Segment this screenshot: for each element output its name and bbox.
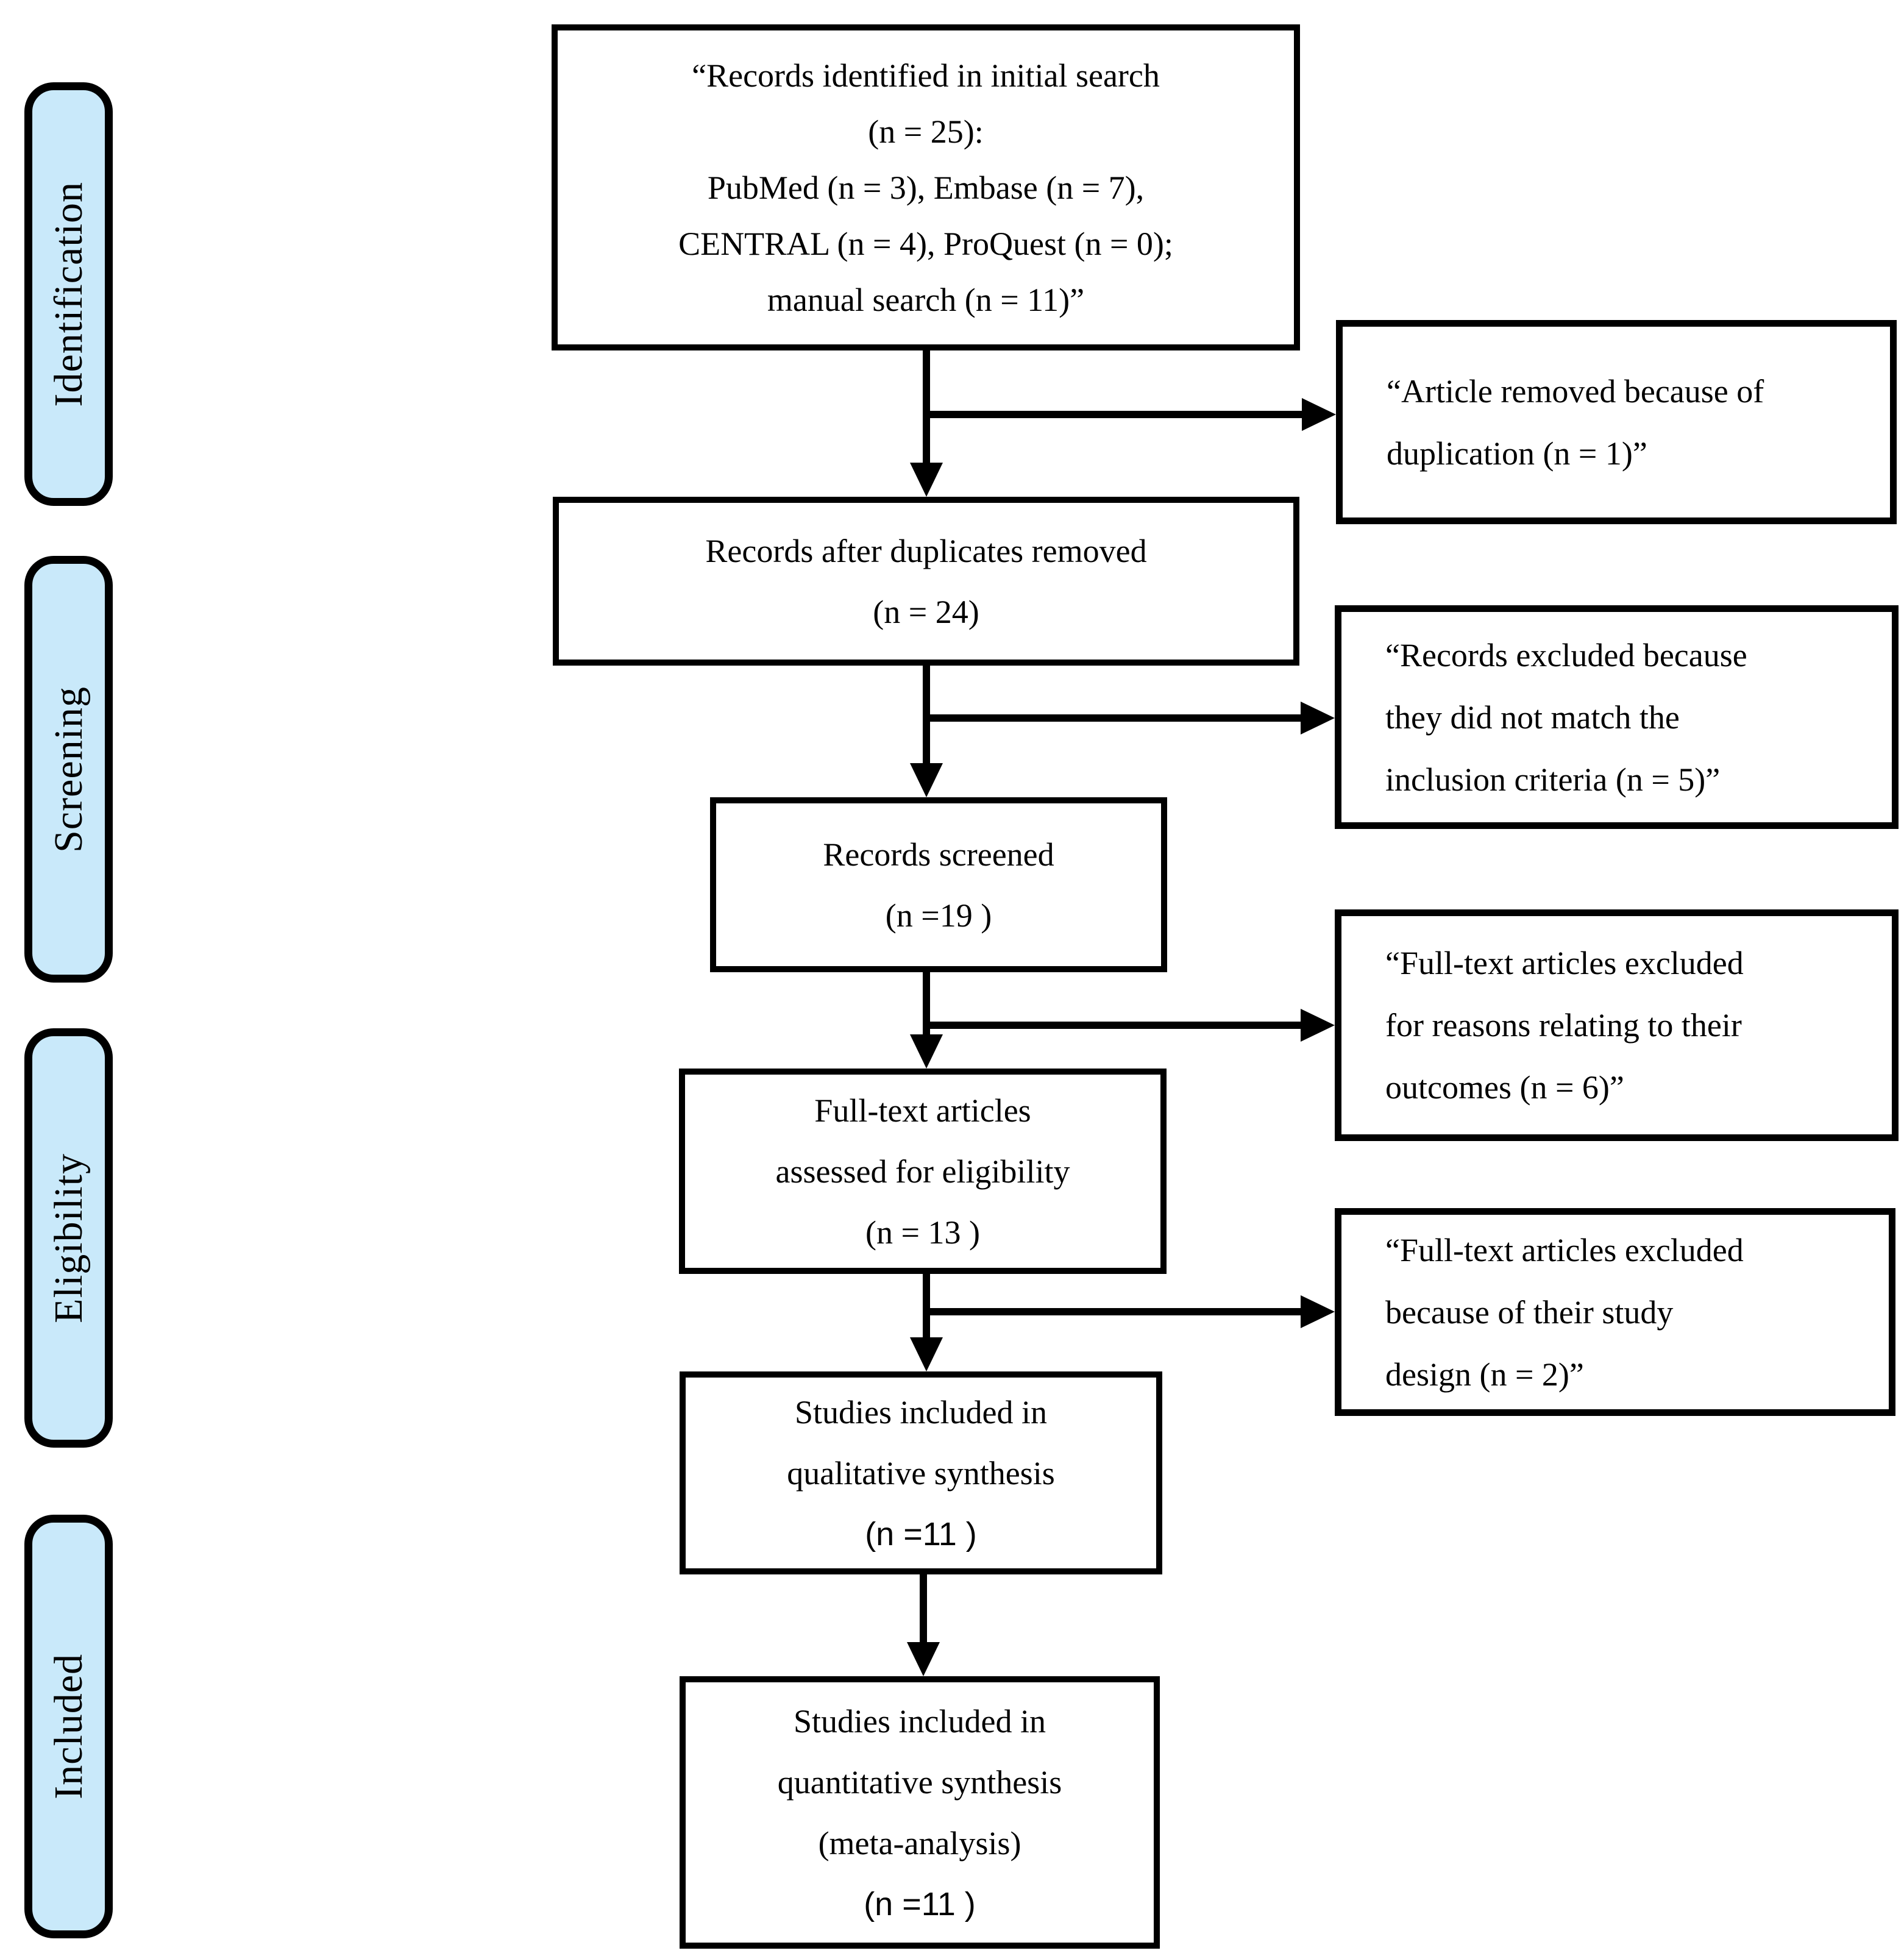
box-line: “Full-text articles excluded — [1385, 1231, 1744, 1268]
flow-box-records-after-duplicates: Records after duplicates removed (n = 24… — [553, 497, 1299, 666]
box-line: (n = 25): — [868, 113, 984, 150]
stage-screening: Screening — [24, 556, 113, 983]
arrow-fulltext-to-qualitative-line — [923, 1274, 930, 1339]
box-line: (n =11 ) — [865, 1515, 977, 1552]
box-line: duplication (n = 1)” — [1387, 435, 1647, 472]
box-line: “Records identified in initial search — [692, 57, 1160, 94]
box-line: (n =19 ) — [885, 897, 992, 934]
arrow-qualitative-to-quantitative-head-icon — [907, 1642, 940, 1676]
stage-included: Included — [24, 1515, 113, 1938]
flow-box-fulltext-assessed: Full-text articles assessed for eligibil… — [679, 1069, 1167, 1274]
box-line: “Records excluded because — [1385, 636, 1747, 674]
arrow-to-outcomes-line — [923, 1022, 1302, 1029]
arrow-screened-to-fulltext-line — [923, 972, 930, 1037]
stage-eligibility: Eligibility — [24, 1028, 113, 1448]
box-line: because of their study — [1385, 1293, 1674, 1331]
flow-box-records-identified: “Records identified in initial search (n… — [552, 24, 1300, 350]
box-line: manual search (n = 11)” — [767, 281, 1085, 318]
box-line: CENTRAL (n = 4), ProQuest (n = 0); — [678, 225, 1173, 262]
box-line: Full-text articles — [814, 1092, 1031, 1129]
arrow-identified-to-dedup-head-icon — [910, 463, 943, 497]
arrow-qualitative-to-quantitative-line — [920, 1574, 927, 1644]
stage-screening-label: Screening — [46, 686, 91, 853]
box-line: Records after duplicates removed — [705, 532, 1147, 569]
flow-box-records-screened: Records screened (n =19 ) — [710, 797, 1167, 972]
box-line: (meta-analysis) — [818, 1824, 1021, 1862]
box-line: outcomes (n = 6)” — [1385, 1069, 1624, 1106]
arrow-dedup-to-screened-head-icon — [910, 763, 943, 797]
box-line: quantitative synthesis — [777, 1763, 1062, 1801]
box-line: they did not match the — [1385, 699, 1680, 736]
exclusion-box-inclusion-criteria: “Records excluded because they did not m… — [1335, 605, 1899, 829]
arrow-to-removed-duplication-head-icon — [1302, 398, 1336, 431]
box-line: Studies included in — [794, 1702, 1046, 1740]
arrow-identified-to-dedup-line — [923, 350, 930, 466]
box-line: PubMed (n = 3), Embase (n = 7), — [707, 169, 1145, 206]
flow-box-qualitative-synthesis: Studies included in qualitative synthesi… — [680, 1371, 1162, 1574]
stage-eligibility-label: Eligibility — [46, 1153, 91, 1323]
box-line: inclusion criteria (n = 5)” — [1385, 761, 1721, 798]
arrow-to-inclusion-criteria-line — [923, 714, 1302, 722]
exclusion-box-outcomes: “Full-text articles excluded for reasons… — [1335, 909, 1899, 1141]
stage-identification-label: Identification — [46, 181, 91, 407]
arrow-to-inclusion-criteria-head-icon — [1301, 702, 1335, 734]
box-line: “Full-text articles excluded — [1385, 945, 1744, 981]
box-line: Records screened — [823, 836, 1054, 873]
box-line: assessed for eligibility — [775, 1153, 1070, 1190]
box-line: Studies included in — [795, 1393, 1047, 1431]
stage-included-label: Included — [46, 1654, 91, 1799]
arrow-fulltext-to-qualitative-head-icon — [910, 1337, 943, 1371]
box-line: qualitative synthesis — [787, 1454, 1055, 1492]
exclusion-box-removed-duplication: “Article removed because of duplication … — [1336, 320, 1897, 524]
arrow-to-outcomes-head-icon — [1301, 1009, 1335, 1042]
box-line: for reasons relating to their — [1385, 1007, 1742, 1044]
box-line: “Article removed because of — [1387, 372, 1764, 410]
box-line: (n = 13 ) — [865, 1214, 980, 1251]
arrow-screened-to-fulltext-head-icon — [910, 1034, 943, 1069]
stage-identification: Identification — [24, 82, 113, 506]
flow-box-quantitative-synthesis: Studies included in quantitative synthes… — [680, 1676, 1160, 1949]
box-line: (n = 24) — [873, 593, 979, 630]
box-line: (n =11 ) — [864, 1885, 976, 1922]
exclusion-box-study-design: “Full-text articles excluded because of … — [1335, 1208, 1895, 1416]
arrow-to-removed-duplication-line — [923, 411, 1304, 418]
box-line: design (n = 2)” — [1385, 1356, 1584, 1393]
arrow-to-study-design-head-icon — [1301, 1295, 1335, 1328]
arrow-to-study-design-line — [923, 1308, 1302, 1315]
